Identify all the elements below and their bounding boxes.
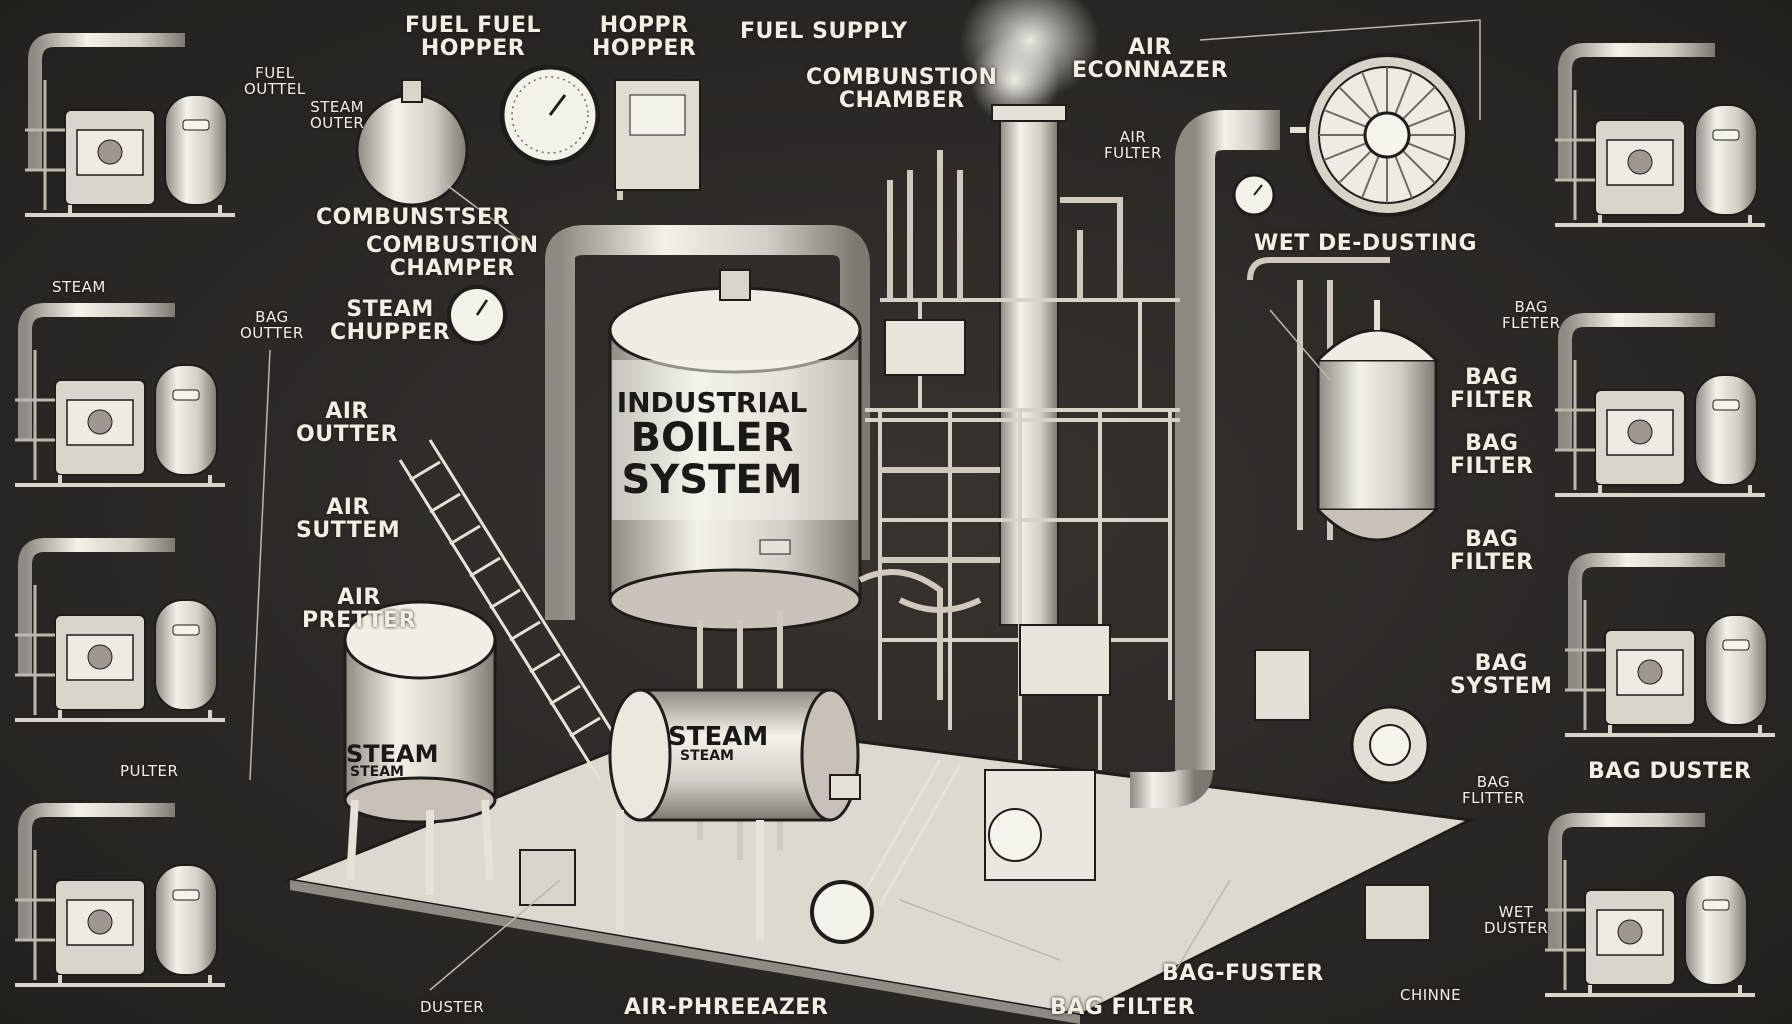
label-wet-de-dusting: WET DE-DUSTING xyxy=(1254,231,1478,256)
title-line-3: SYSTEM xyxy=(621,457,803,504)
label-wet-duster: WET DUSTER xyxy=(1484,903,1549,937)
mini-boiler-left-1 xyxy=(25,40,235,215)
economizer-fan xyxy=(1305,53,1469,217)
pressure-gauge-large xyxy=(499,64,601,166)
pressure-gauge-bottom xyxy=(810,880,874,944)
diagram-title: INDUSTRIAL BOILER SYSTEM xyxy=(612,386,812,504)
label-steam-outer: STEAM OUTER xyxy=(310,98,365,132)
label-air-suttem: AIR SUTTEM xyxy=(296,495,401,544)
label-chinne: CHINNE xyxy=(1400,986,1462,1004)
title-line-1: INDUSTRIAL xyxy=(616,386,808,419)
steam-drum xyxy=(608,688,861,940)
label-bag-system: BAG SYSTEM xyxy=(1450,651,1553,700)
steam-tank-left xyxy=(343,600,497,895)
title-line-2: BOILER xyxy=(630,415,794,462)
pressure-gauge-small xyxy=(447,285,507,345)
label-air-pretter: AIR PRETTER xyxy=(302,585,417,634)
label-bag-outter: BAG OUTTER xyxy=(240,308,304,342)
mini-boiler-left-2 xyxy=(15,310,225,485)
steam-drum-sublabel: STEAM xyxy=(680,748,734,764)
label-steam-left: STEAM xyxy=(52,278,106,296)
label-air-phreezer: AIR-PHREEAZER xyxy=(624,995,829,1020)
bag-filter-vessel xyxy=(1316,300,1438,542)
label-air-outter: AIR OUTTER xyxy=(296,399,399,448)
main-pipe-loop xyxy=(545,225,870,620)
pressure-gauge-right xyxy=(1232,173,1276,217)
label-bag-duster: BAG DUSTER xyxy=(1588,759,1752,784)
mini-boiler-left-3 xyxy=(15,545,225,720)
staircase xyxy=(398,439,962,906)
label-steam-chupper: STEAM CHUPPER xyxy=(330,297,451,346)
duct-pipe xyxy=(1175,110,1280,770)
mini-boiler-right-3 xyxy=(1565,560,1775,735)
label-air-fulter: AIR FULTER xyxy=(1104,128,1162,162)
label-bag-filter-1: BAG FILTER xyxy=(1450,365,1534,414)
label-bag-fuster: BAG-FUSTER xyxy=(1162,961,1324,986)
steam-tank-left-label: STEAM xyxy=(346,740,439,768)
label-hopper: HOPPR HOPPER xyxy=(592,13,697,62)
label-bag-filter-2: BAG FILTER xyxy=(1450,431,1534,480)
fan-housing xyxy=(1350,705,1430,785)
label-fuel-outlet: FUEL OUTTEL xyxy=(244,64,306,98)
label-bag-fleter: BAG FLETER xyxy=(1502,298,1561,332)
mini-boiler-right-4 xyxy=(1545,820,1755,995)
steam-drum-label: STEAM xyxy=(668,722,769,752)
motor-unit xyxy=(1019,624,1111,696)
chimney xyxy=(999,104,1059,626)
label-pulter: PULTER xyxy=(120,762,179,780)
label-bag-filter-bottom: BAG FILTER xyxy=(1050,995,1196,1020)
label-duster-small: DUSTER xyxy=(420,998,485,1016)
mini-boiler-left-4 xyxy=(15,810,225,985)
label-fuel-supply: FUEL SUPPLY xyxy=(740,19,908,44)
mini-boiler-right-2 xyxy=(1555,320,1765,495)
leader-lines xyxy=(249,19,1481,991)
label-bag-flitter: BAG FLITTER xyxy=(1462,773,1525,807)
mini-boiler-right-1 xyxy=(1555,50,1765,225)
combustion-chamber-globe xyxy=(355,79,469,207)
label-combunstser: COMBUNSTSER xyxy=(316,205,510,230)
main-boiler-vessel xyxy=(608,269,862,632)
label-combunstion-chamber: COMBUNSTION CHAMBER xyxy=(806,65,998,114)
steam-tank-left-sublabel: STEAM xyxy=(350,764,404,780)
label-fuel-hopper: FUEL FUEL HOPPER xyxy=(405,13,542,62)
label-bag-filter-3: BAG FILTER xyxy=(1450,527,1534,576)
label-air-econnazer: AIR ECONNAZER xyxy=(1072,35,1229,84)
label-combustion-champer: COMBUSTION CHAMPER xyxy=(366,233,539,282)
